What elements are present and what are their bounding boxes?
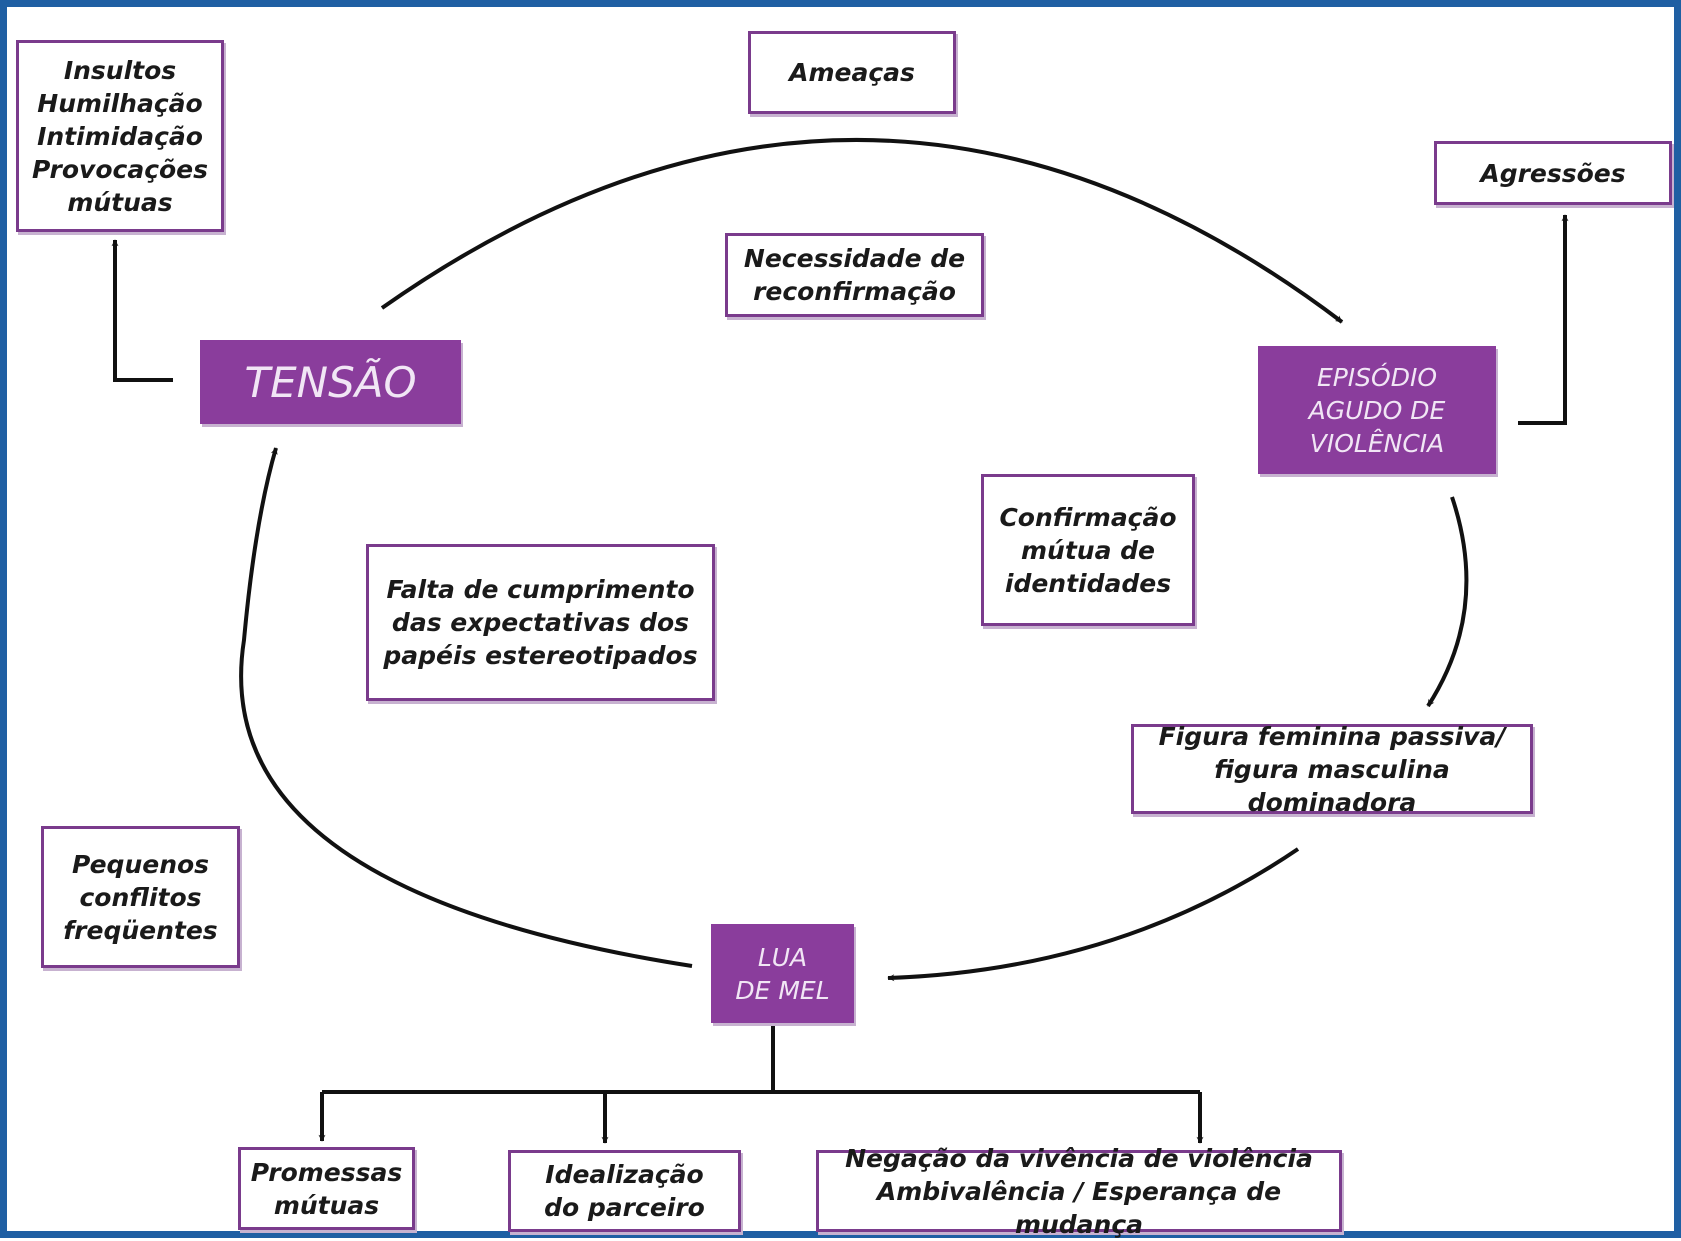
stage-honeymoon: LUA DE MEL [711,924,854,1023]
box-mutual-promises: Promessas mútuas [238,1147,415,1230]
arrow-honeymoon-to-tension [239,447,693,968]
arrow-gender-roles-to-honeymoon [887,847,1300,982]
arrow-acute-to-gender-roles [1426,496,1469,708]
arrow-tension-to-insults [111,239,173,382]
box-small-conflicts: Pequenos conflitos freqüentes [41,826,240,968]
box-gender-roles: Figura feminina passiva/ figura masculin… [1131,722,1533,817]
box-threats: Ameaças [748,31,956,114]
stage-tension: TENSÃO [200,340,461,424]
box-partner-idealization: Idealização do parceiro [508,1150,741,1232]
box-insults: Insultos Humilhação Intimidação Provocaç… [16,40,224,232]
arrow-acute-to-aggressions [1518,214,1569,425]
box-identity-confirmation: Confirmação mútua de identidades [981,474,1195,626]
box-denial-ambivalence: Negação da vivência de violência Ambival… [816,1144,1342,1239]
stage-acute-violence: EPISÓDIO AGUDO DE VIOLÊNCIA [1258,346,1496,474]
box-aggressions: Agressões [1434,141,1672,205]
box-unmet-expectations: Falta de cumprimento das expectativas do… [366,544,715,701]
box-reconfirmation: Necessidade de reconfirmação [725,233,984,317]
arrow-tension-to-acute [380,138,1344,324]
